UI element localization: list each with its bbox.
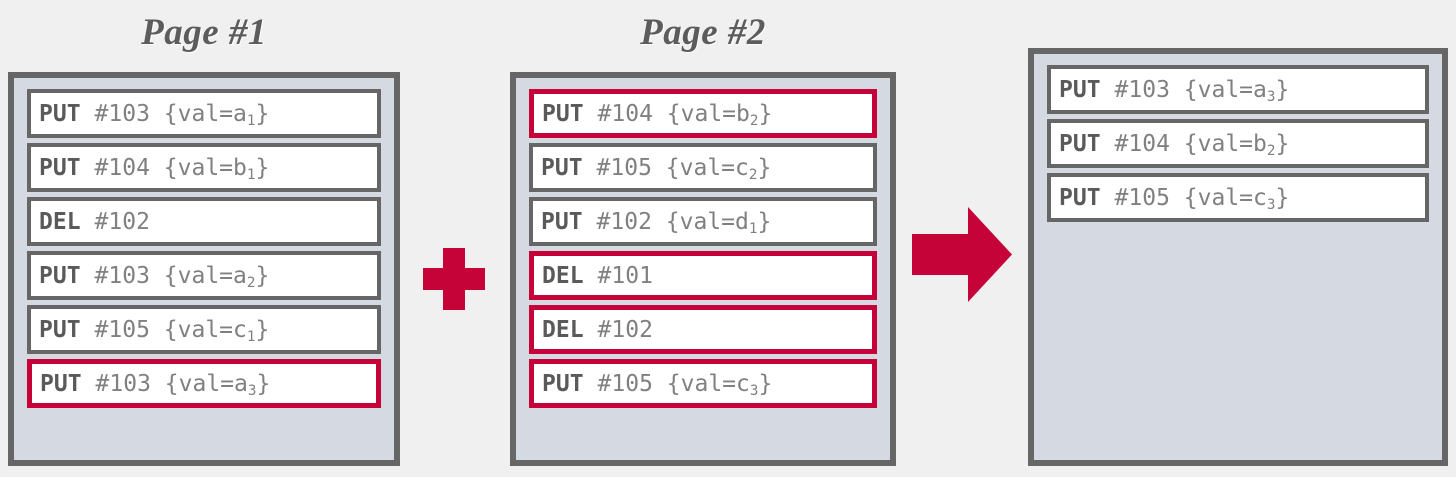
log-entry-opcode: DEL — [39, 208, 81, 235]
log-entry-row[interactable]: DEL #102 — [27, 197, 381, 246]
log-entry-opcode: PUT — [39, 262, 81, 289]
log-entry-argument: #105 {val=c3} — [597, 370, 773, 399]
log-entry-version-subscript: 1 — [246, 328, 256, 345]
log-entry-opcode: DEL — [542, 316, 584, 343]
log-entry-opcode: PUT — [39, 154, 81, 181]
log-entry-version-subscript: 1 — [246, 166, 256, 183]
log-entry-version-subscript: 1 — [748, 220, 758, 237]
log-entry-row[interactable]: PUT #102 {val=d1} — [529, 197, 877, 246]
log-entry-row[interactable]: PUT #105 {val=c2} — [529, 143, 877, 192]
log-entry-opcode: DEL — [542, 262, 584, 289]
panel-page-2: PUT #104 {val=b2} PUT #105 {val=c2} PUT #102 … — [510, 72, 896, 466]
log-entry-row[interactable]: DEL #102 — [529, 305, 877, 354]
log-entry-argument: #101 — [597, 262, 653, 289]
log-entry-argument: #103 {val=a3} — [1114, 76, 1290, 105]
right-arrow-icon — [912, 207, 1012, 302]
log-entry-row[interactable]: PUT #104 {val=b2} — [1047, 119, 1429, 168]
log-entry-argument: #104 {val=b1} — [94, 154, 270, 183]
log-entry-argument: #102 — [597, 316, 653, 343]
panel-title-page-2: Page #2 — [640, 12, 766, 53]
log-entry-argument: #104 {val=b2} — [597, 100, 773, 129]
log-entry-version-subscript: 2 — [749, 112, 759, 129]
log-entry-version-subscript: 3 — [247, 382, 257, 399]
log-entry-opcode: PUT — [40, 370, 82, 397]
log-entry-opcode: PUT — [39, 316, 81, 343]
panel-title-page-1: Page #1 — [141, 12, 267, 53]
log-entry-argument: #104 {val=b2} — [1114, 130, 1290, 159]
log-entry-opcode: PUT — [541, 208, 583, 235]
log-entry-row[interactable]: PUT #105 {val=c1} — [27, 305, 381, 354]
log-entry-row[interactable]: PUT #103 {val=a2} — [27, 251, 381, 300]
log-entry-row[interactable]: PUT #104 {val=b1} — [27, 143, 381, 192]
log-entry-version-subscript: 3 — [749, 382, 759, 399]
log-entry-opcode: PUT — [1059, 184, 1101, 211]
log-entry-argument: #103 {val=a1} — [94, 100, 270, 129]
log-entry-argument: #103 {val=a2} — [94, 262, 270, 291]
log-entry-row[interactable]: PUT #103 {val=a3} — [1047, 65, 1429, 114]
log-entry-argument: #103 {val=a3} — [95, 370, 271, 399]
log-entry-row[interactable]: DEL #101 — [529, 251, 877, 300]
log-entry-opcode: PUT — [542, 370, 584, 397]
log-entry-version-subscript: 2 — [246, 274, 256, 291]
log-entry-row[interactable]: PUT #105 {val=c3} — [1047, 173, 1429, 222]
log-entry-row[interactable]: PUT #103 {val=a3} — [27, 359, 381, 408]
log-entry-version-subscript: 1 — [246, 112, 256, 129]
plus-vertical-bar — [443, 248, 465, 310]
panel-result: PUT #103 {val=a3} PUT #104 {val=b2} PUT #105 … — [1028, 48, 1448, 466]
log-entry-version-subscript: 2 — [1266, 142, 1276, 159]
log-entry-row[interactable]: PUT #104 {val=b2} — [529, 89, 877, 138]
log-entry-opcode: PUT — [1059, 130, 1101, 157]
log-entry-argument: #105 {val=c2} — [596, 154, 772, 183]
log-entry-opcode: PUT — [39, 100, 81, 127]
log-entry-argument: #102 {val=d1} — [596, 208, 772, 237]
log-entry-row[interactable]: PUT #105 {val=c3} — [529, 359, 877, 408]
log-entry-version-subscript: 3 — [1266, 196, 1276, 213]
plus-sign-icon — [423, 248, 485, 310]
log-entry-opcode: PUT — [542, 100, 584, 127]
log-entry-argument: #105 {val=c3} — [1114, 184, 1290, 213]
log-entry-argument: #105 {val=c1} — [94, 316, 270, 345]
log-entry-version-subscript: 2 — [748, 166, 758, 183]
log-entry-row[interactable]: PUT #103 {val=a1} — [27, 89, 381, 138]
log-entry-version-subscript: 3 — [1266, 88, 1276, 105]
log-entry-opcode: PUT — [541, 154, 583, 181]
log-entry-argument: #102 — [94, 208, 150, 235]
log-entry-opcode: PUT — [1059, 76, 1101, 103]
